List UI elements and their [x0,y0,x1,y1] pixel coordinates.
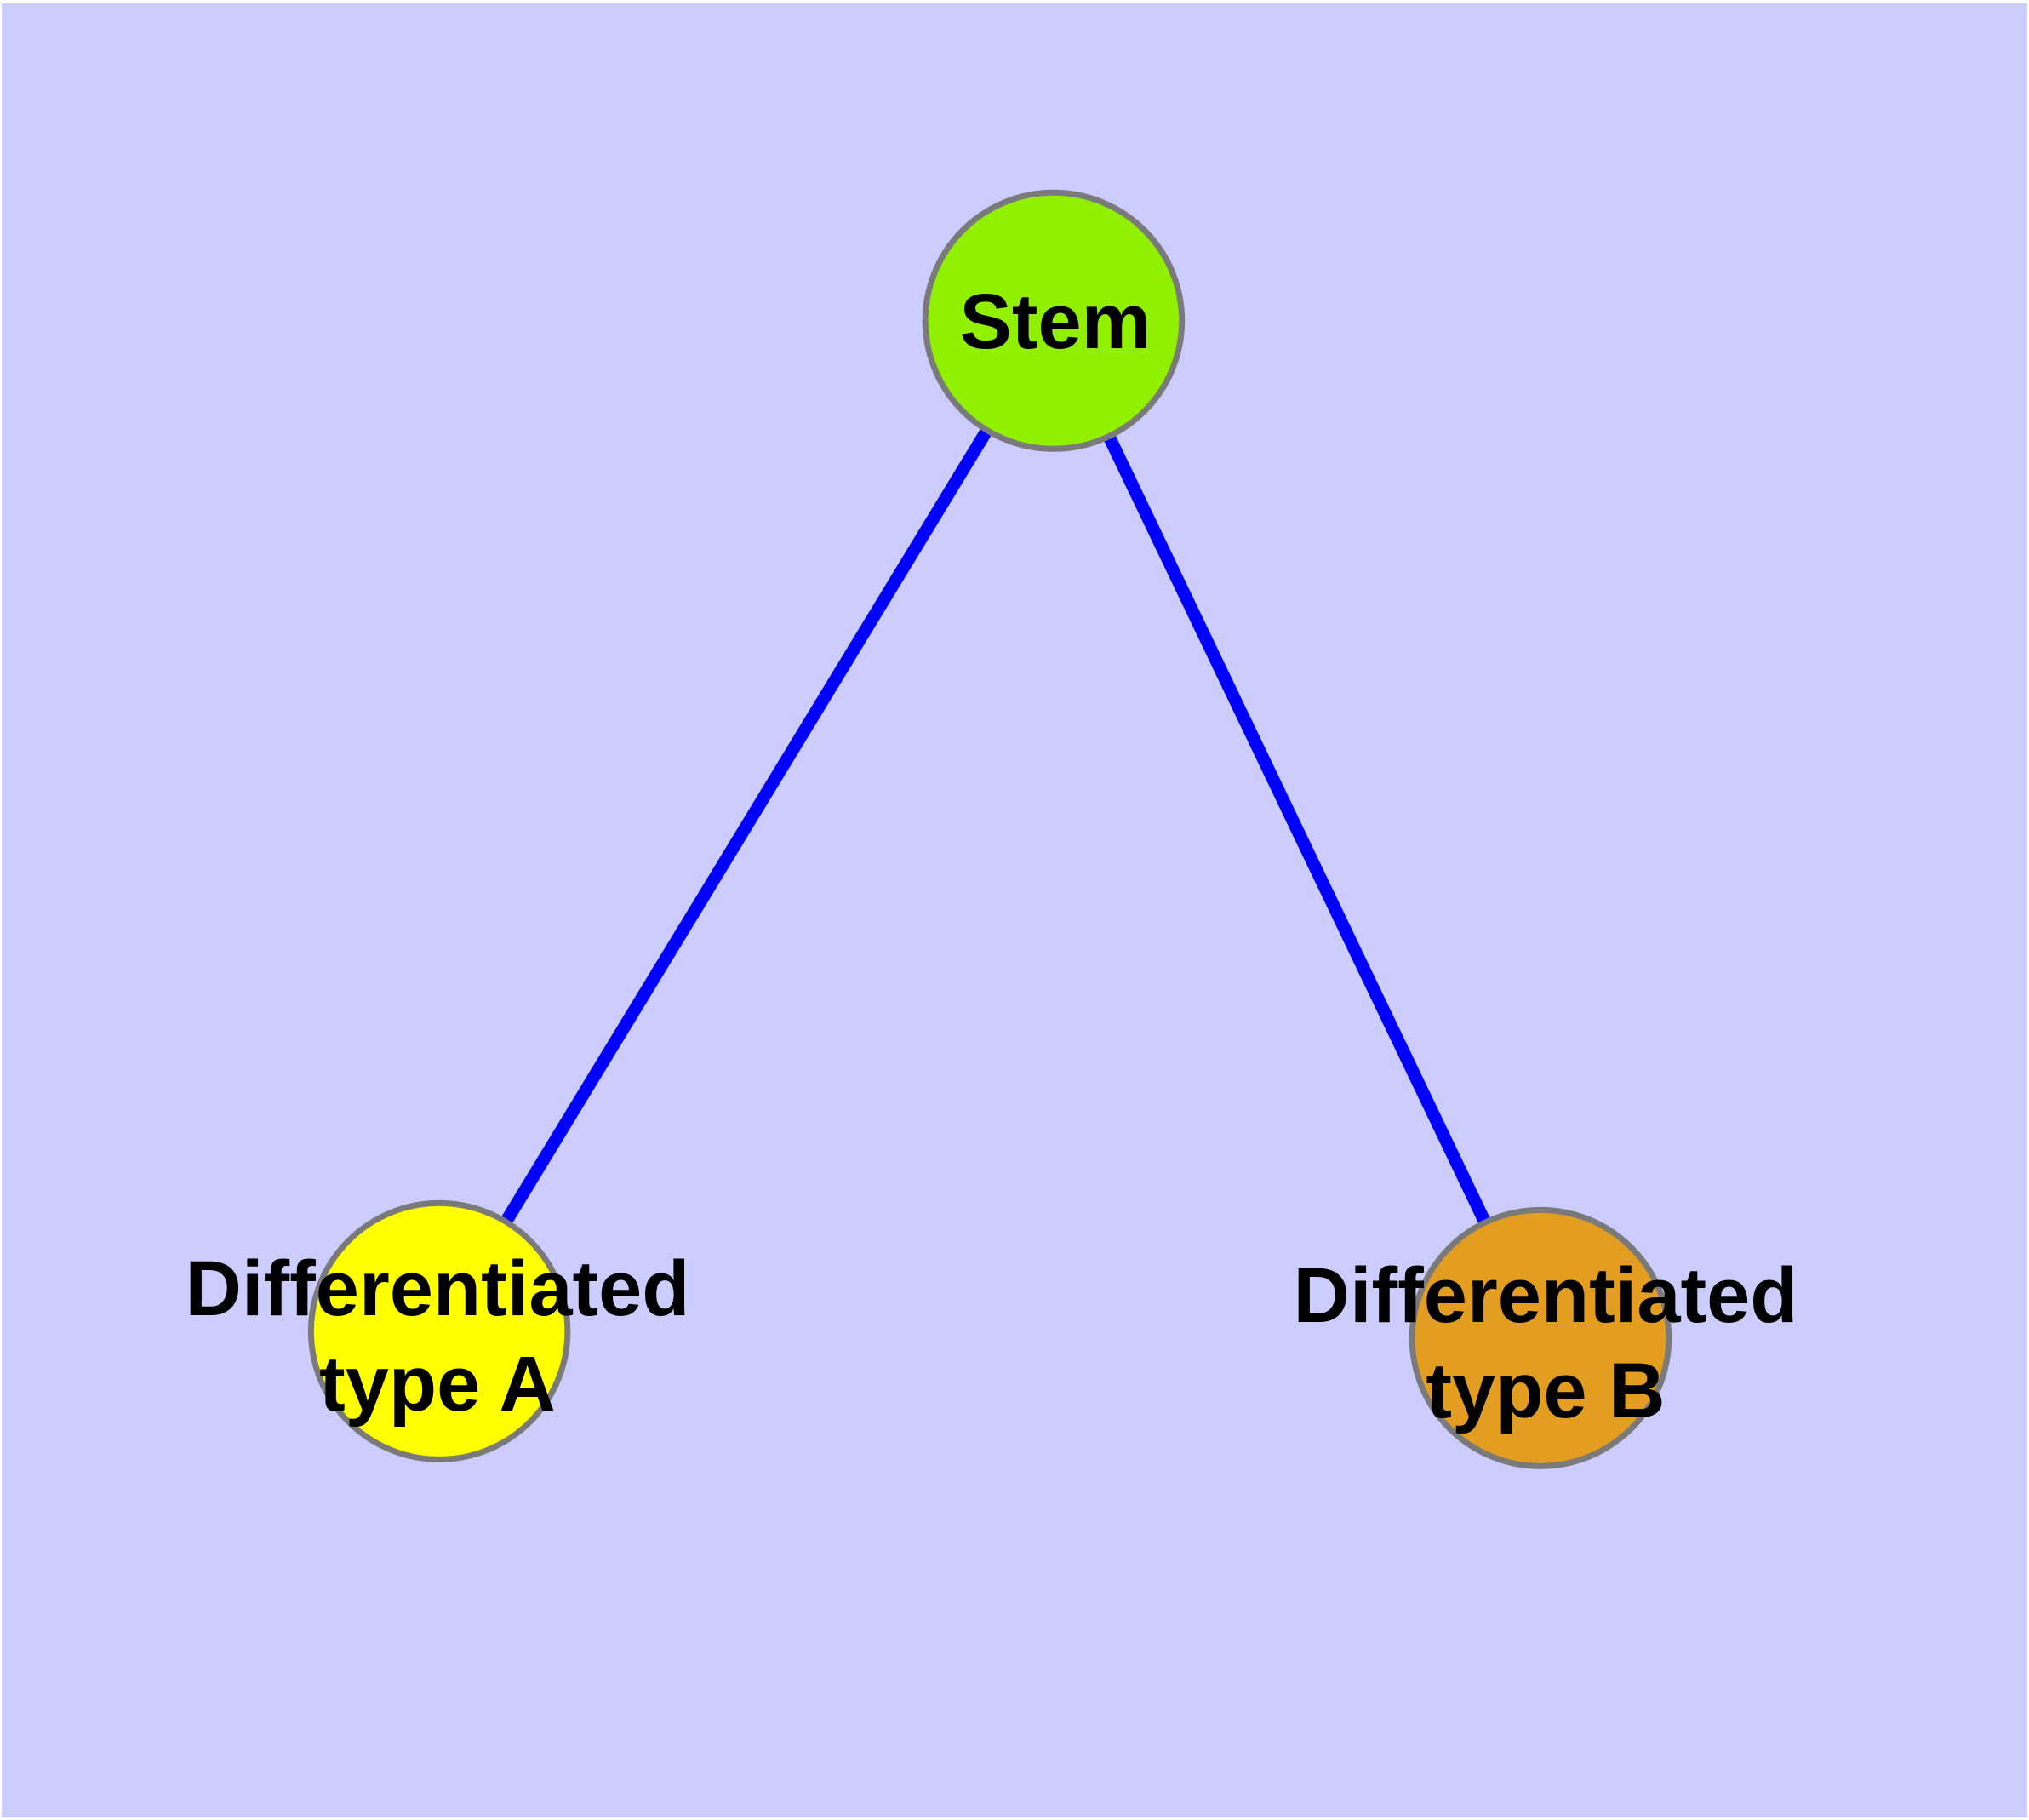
edge-stem-to-type-b[interactable] [1048,318,1546,1342]
diagram-canvas: Stem Differentiated type A Differentiate… [2,3,2027,1817]
node-stem[interactable] [922,189,1186,452]
edge-stem-to-type-a[interactable] [433,317,1060,1335]
graph-svg [2,3,2027,1817]
node-differentiated-type-b[interactable] [1409,1206,1672,1469]
node-differentiated-type-a[interactable] [307,1199,571,1462]
